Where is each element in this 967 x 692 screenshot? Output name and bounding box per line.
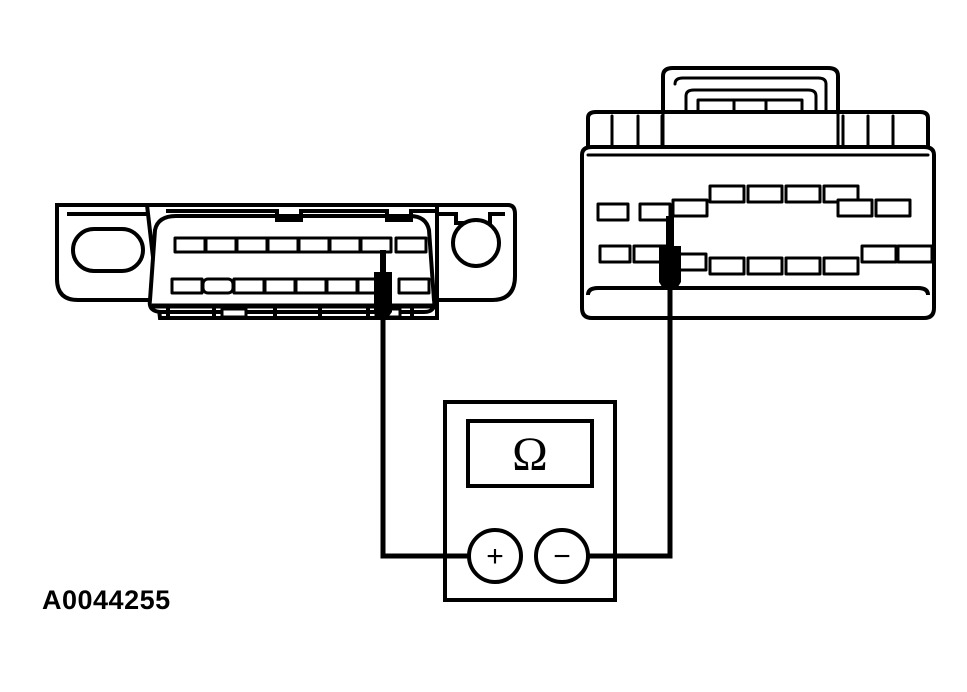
pin [397, 277, 431, 295]
connector-shoulder [586, 110, 930, 157]
left-top-rail [166, 209, 437, 222]
pin [822, 256, 860, 276]
test-leads [380, 288, 673, 559]
right-connector-body [580, 145, 936, 320]
pin [204, 236, 238, 254]
right-connector [580, 66, 936, 320]
pin [170, 277, 204, 295]
pin [784, 184, 822, 204]
pin [638, 202, 672, 222]
right-ear-hole [451, 218, 501, 268]
left-pin-row-top [173, 236, 428, 254]
pin [598, 244, 632, 264]
pin [746, 184, 784, 204]
ohm-symbol: Ω [512, 428, 548, 481]
right-pin-row-lower [598, 244, 934, 276]
pin [173, 236, 207, 254]
negative-lead [588, 288, 673, 559]
probed-pin [359, 236, 393, 254]
pin [325, 277, 359, 295]
right-probe-tip [659, 216, 681, 290]
pin [201, 277, 235, 295]
pin [784, 256, 822, 276]
pin [297, 236, 331, 254]
connector-shell [580, 145, 936, 320]
pin [263, 277, 297, 295]
pin [596, 202, 630, 222]
pin [394, 236, 428, 254]
negative-terminal-symbol: − [553, 540, 571, 573]
right-pin-extras [596, 202, 630, 222]
pin [836, 198, 874, 218]
probed-pin [671, 198, 709, 218]
pin [746, 256, 784, 276]
pin [708, 184, 746, 204]
left-mounting-ear [55, 203, 178, 302]
figure-caption: A0044255 [42, 585, 171, 615]
left-probe-tip [374, 250, 392, 320]
pin [266, 236, 300, 254]
pin [874, 198, 912, 218]
left-connector [55, 203, 517, 320]
pin [328, 236, 362, 254]
pin [896, 244, 934, 264]
pin [232, 277, 266, 295]
ohmmeter: Ω + − [443, 400, 617, 602]
pin [708, 256, 746, 276]
left-ear-slot [71, 227, 145, 273]
positive-lead [380, 318, 469, 559]
pin [235, 236, 269, 254]
meter-display [466, 419, 594, 488]
pin [294, 277, 328, 295]
right-pin-row-upper [638, 184, 912, 222]
positive-terminal-symbol: + [486, 540, 504, 573]
pin [860, 244, 898, 264]
